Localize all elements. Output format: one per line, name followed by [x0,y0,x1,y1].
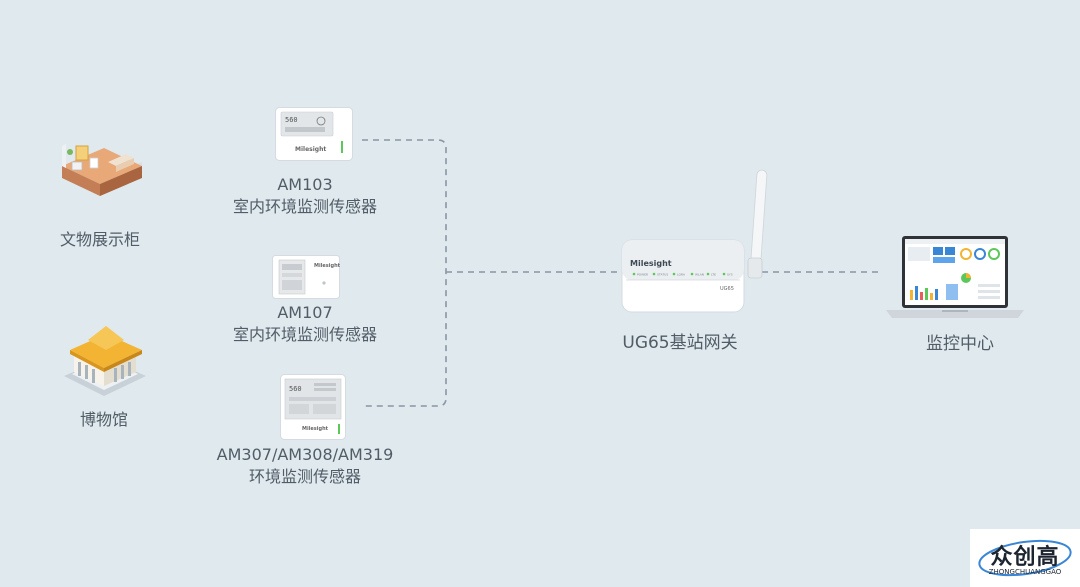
sensor-am103-brand: Milesight [295,146,326,153]
gateway-led-label: LORA [677,273,686,277]
gateway-brand: Milesight [630,259,672,268]
sensor-am103-desc: 室内环境监测传感器 [232,197,377,216]
sensor-am307-brand: Milesight [302,426,329,432]
sensor-am103-screen-value: 560 [285,116,298,124]
watermark-sub-text: ZHONGCHUANGGAO [988,568,1062,576]
museum-building-icon [64,326,146,396]
monitor-laptop [880,234,1030,322]
exhibit-room-scene [50,140,150,220]
gateway-led-label: LTE [711,273,716,277]
exhibit-room-icon [62,144,142,196]
orbit-ring-icon [978,539,1072,577]
gateway-led-label: POWER [637,273,648,277]
monitor-label: 监控中心 [926,334,994,354]
sensor-am107-model: AM107 [277,303,333,322]
gateway-led-label: SYS [727,273,733,277]
sensor-am307-screen-value: 560 [289,385,302,393]
sensor-am107-brand: Milesight [314,263,340,269]
gateway-label: UG65基站网关 [622,333,738,353]
exhibit-room-label: 文物展示柜 [59,230,140,249]
gateway-model-tag: UG65 [720,286,734,292]
sensor-am103-model: AM103 [277,175,333,194]
sensor-am103-device: 560 Milesight [275,107,353,161]
gateway-led-label: STATUS [657,273,668,277]
museum-scene [58,322,150,402]
gateway-status-leds: POWER STATUS LORA WLAN LTE SYS [632,273,733,277]
museum-label: 博物馆 [79,410,128,429]
sensor-am307-model: AM307/AM308/AM319 [216,445,394,464]
sensor-am107-device: Milesight [272,255,340,299]
sensor-am307-device: 560 Milesight [280,374,346,440]
sensor-am307-desc: 环境监测传感器 [248,467,361,486]
laptop-icon [886,236,1024,318]
sensor-am107-desc: 室内环境监测传感器 [232,325,377,344]
gateway-ug65-device: Milesight POWER STATUS LORA WLAN LTE SYS UG65 [620,166,770,316]
watermark-main-text: 众创高 [990,545,1060,570]
watermark-logo: 众创高 ZHONGCHUANGGAO [970,529,1080,587]
gateway-led-label: WLAN [695,273,704,277]
